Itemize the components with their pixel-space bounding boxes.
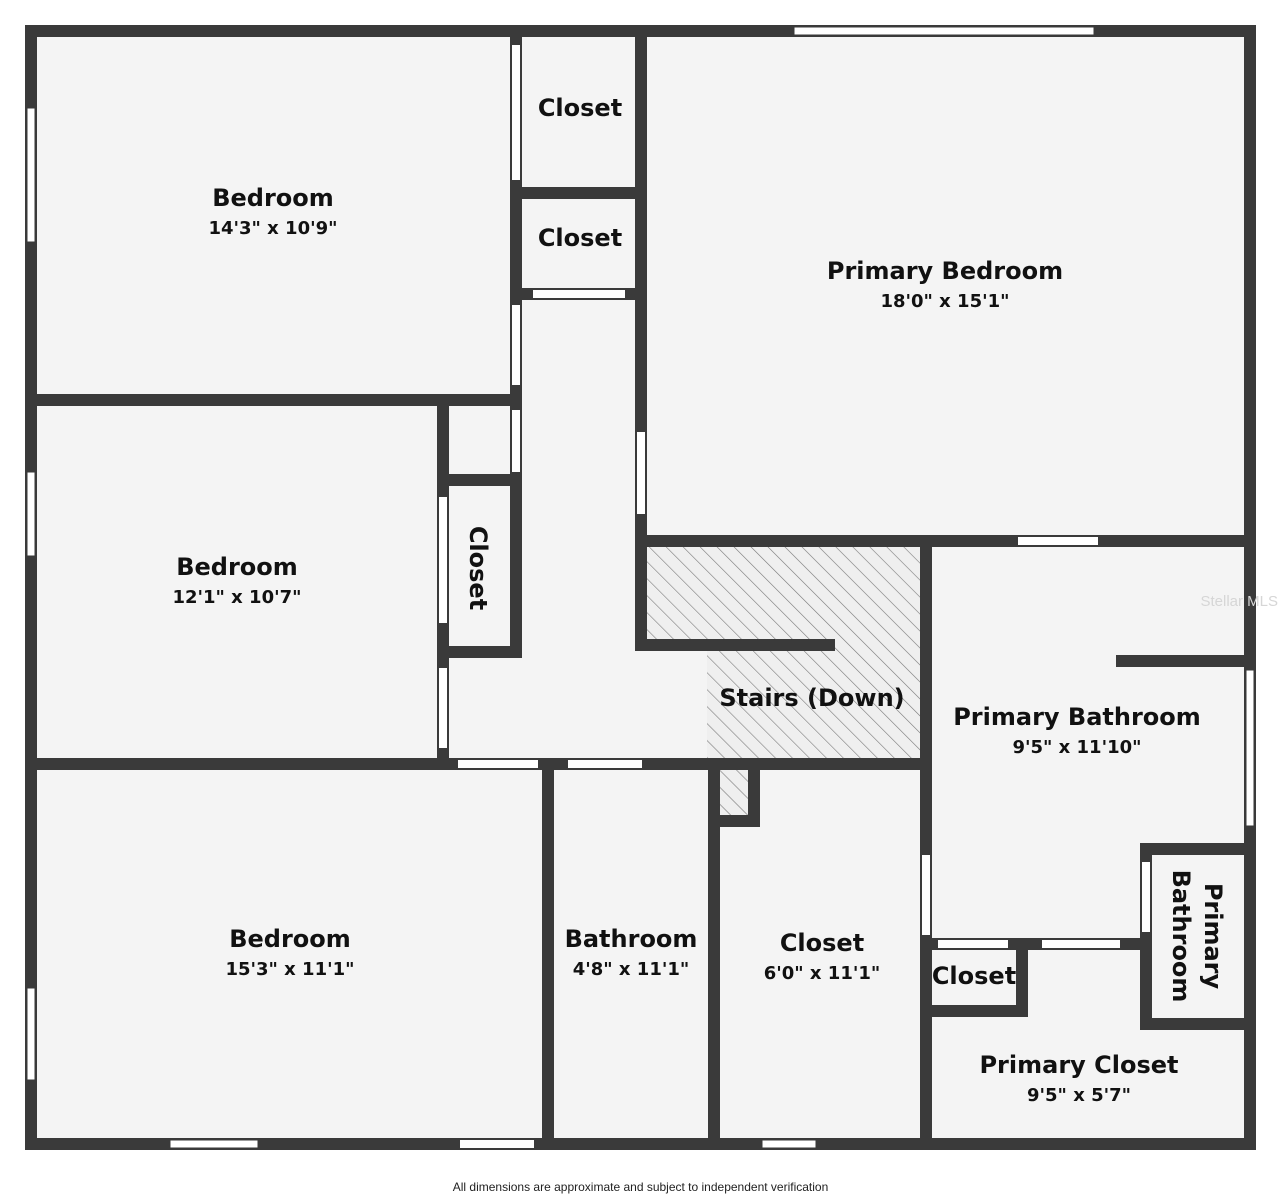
room-closet-2: Closet: [538, 224, 622, 252]
room-bedroom-2: Bedroom 12'1" x 10'7": [172, 553, 301, 608]
room-name: Stairs (Down): [719, 684, 904, 712]
room-name: Primary Closet: [979, 1051, 1178, 1079]
room-dimensions: 12'1" x 10'7": [172, 587, 301, 608]
room-dimensions: 9'5" x 5'7": [1027, 1085, 1131, 1106]
room-name: Closet: [538, 94, 622, 122]
room-name: Bathroom: [565, 925, 698, 953]
room-name: Primary Bedroom: [827, 257, 1063, 285]
room-name-line-2: Bathroom: [1167, 870, 1195, 1003]
room-name-line-1: Primary: [1199, 883, 1227, 990]
windows: [26, 26, 1255, 1149]
room-bedroom-1: Bedroom 14'3" x 10'9": [208, 184, 337, 239]
stairs-hatch: [647, 547, 920, 815]
watermark: Stellar MLS: [1200, 593, 1278, 610]
room-dimensions: 6'0" x 11'1": [764, 963, 881, 984]
room-dimensions: 4'8" x 11'1": [573, 959, 690, 980]
room-name: Bedroom: [212, 184, 334, 212]
room-stairs: Stairs (Down): [719, 684, 904, 712]
room-name: Bedroom: [229, 925, 351, 953]
room-primary-bedroom: Primary Bedroom 18'0" x 15'1": [827, 257, 1063, 312]
room-primary-bathroom: Primary Bathroom 9'5" x 11'10": [953, 703, 1201, 758]
room-dimensions: 14'3" x 10'9": [208, 218, 337, 239]
room-primary-closet: Primary Closet 9'5" x 5'7": [979, 1051, 1178, 1106]
room-closet-1: Closet: [538, 94, 622, 122]
room-closet-4: Closet 6'0" x 11'1": [764, 929, 881, 984]
room-name: Closet: [780, 929, 864, 957]
room-dimensions: 9'5" x 11'10": [1012, 737, 1141, 758]
room-dimensions: 18'0" x 15'1": [880, 291, 1009, 312]
room-name: Closet: [538, 224, 622, 252]
room-name: Bedroom: [176, 553, 298, 581]
room-dimensions: 15'3" x 11'1": [225, 959, 354, 980]
room-bathroom: Bathroom 4'8" x 11'1": [565, 925, 698, 980]
room-name: Closet: [932, 962, 1016, 990]
room-closet-5: Closet: [932, 962, 1016, 990]
room-name: Closet: [464, 526, 492, 610]
door-openings: [439, 45, 1150, 1148]
room-bedroom-3: Bedroom 15'3" x 11'1": [225, 925, 354, 980]
room-name: Primary Bathroom: [953, 703, 1201, 731]
room-primary-bathroom-2: Primary Bathroom: [1167, 870, 1227, 1003]
disclaimer: All dimensions are approximate and subje…: [452, 1180, 829, 1194]
room-closet-3: Closet: [464, 526, 492, 610]
